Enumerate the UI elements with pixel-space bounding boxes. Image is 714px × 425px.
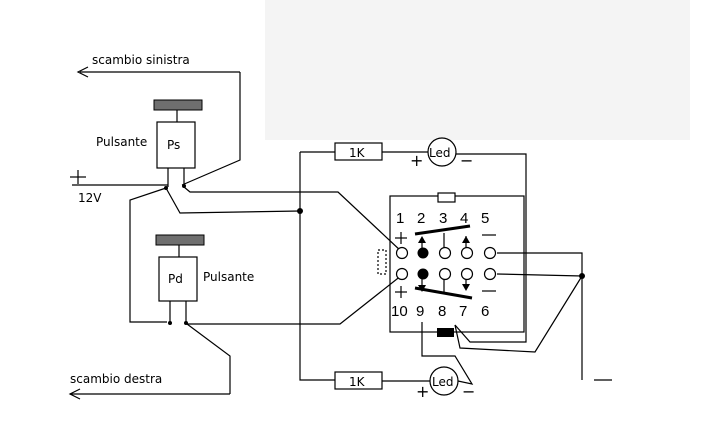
led-top [427,137,457,167]
led-bottom-plus: + [416,382,429,401]
relay-pin-circle-4 [460,246,474,260]
scambio-sinistra-label: scambio sinistra [92,53,190,67]
junction-pd-left [168,321,172,325]
pd-output-wire [186,323,231,394]
resistor-bottom-label: 1K [349,375,366,389]
relay-pin5-wire [497,252,583,380]
scambio-destra-arrowhead [68,388,81,400]
pd-label: Pd [168,272,183,286]
relay-arrow-up-4 [462,236,470,243]
led-top-minus: − [460,151,473,170]
relay-pin-circle-10 [395,267,409,281]
relay-diode-dashed [377,249,387,275]
led-top-plus: + [410,151,423,170]
pd-to-relay-wire [187,274,403,325]
relay-pin6-return [454,275,583,353]
ps-cap [153,99,203,111]
pd-cap [155,234,205,246]
relay-pin-circle-5 [483,246,497,260]
upper-contact-bar [414,224,471,236]
led-top-return [454,153,527,343]
relay-pin-2-label: 2 [417,210,425,227]
relay-arrow-down-4 [462,284,470,291]
background-panel [265,0,690,140]
junction-ps-right [182,184,186,188]
junction-right [579,273,585,279]
relay-pin-circle-8 [438,267,452,281]
relay-pin-4-label: 4 [460,210,468,227]
relay-pin-circle-7 [460,267,474,281]
resistor-top-label: 1K [349,146,366,160]
relay-pin-3-label: 3 [439,210,447,227]
lower-contact-bar [414,286,473,300]
pulsante-top-label: Pulsante [96,135,147,149]
relay-pin-8-label: 8 [438,303,446,320]
relay-box [389,195,525,333]
junction-bus [297,208,303,214]
relay-pin6-wire [496,273,583,277]
led-bottom-minus: − [462,382,475,401]
relay-arrow-up-2 [418,236,426,243]
pd-body [158,256,198,302]
relay-pin-circle-3 [438,246,452,260]
led-bottom-label: Led [432,375,453,389]
ps-output-wire [181,72,241,186]
ps-right-to-relay [183,186,403,253]
led-top-label: Led [429,146,450,160]
relay-fuse-top [437,192,456,203]
relay-pin-circle-1 [395,246,409,260]
relay-pin-7-label: 7 [459,303,467,320]
relay-pin-9-label: 9 [416,303,424,320]
ps-label: Ps [167,138,180,152]
junction-pd-right [184,321,188,325]
relay-black-block [437,328,454,337]
relay-pin-1-label: 1 [396,210,404,227]
relay-pin-10-label: 10 [391,303,408,320]
ps-to-relay-wire [165,187,301,214]
pulsante-bottom-label: Pulsante [203,270,254,284]
scambio-destra-label: scambio destra [70,372,162,386]
relay-pin-circle-6 [483,267,497,281]
relay-pin-6-label: 6 [481,303,489,320]
led-bottom-return [421,322,474,385]
relay-pin-circle-9 [417,268,429,280]
common-bus [299,152,335,381]
ps-body [156,121,196,169]
ps-to-pd-wire [129,187,167,323]
relay-pin-5-label: 5 [481,210,489,227]
relay-pin-circle-2 [417,247,429,259]
supply-voltage-label: 12V [78,191,102,205]
junction-ps-left [164,186,168,190]
relay-arrow-down-2 [418,285,426,292]
scambio-sinistra-arrowhead [76,66,89,78]
